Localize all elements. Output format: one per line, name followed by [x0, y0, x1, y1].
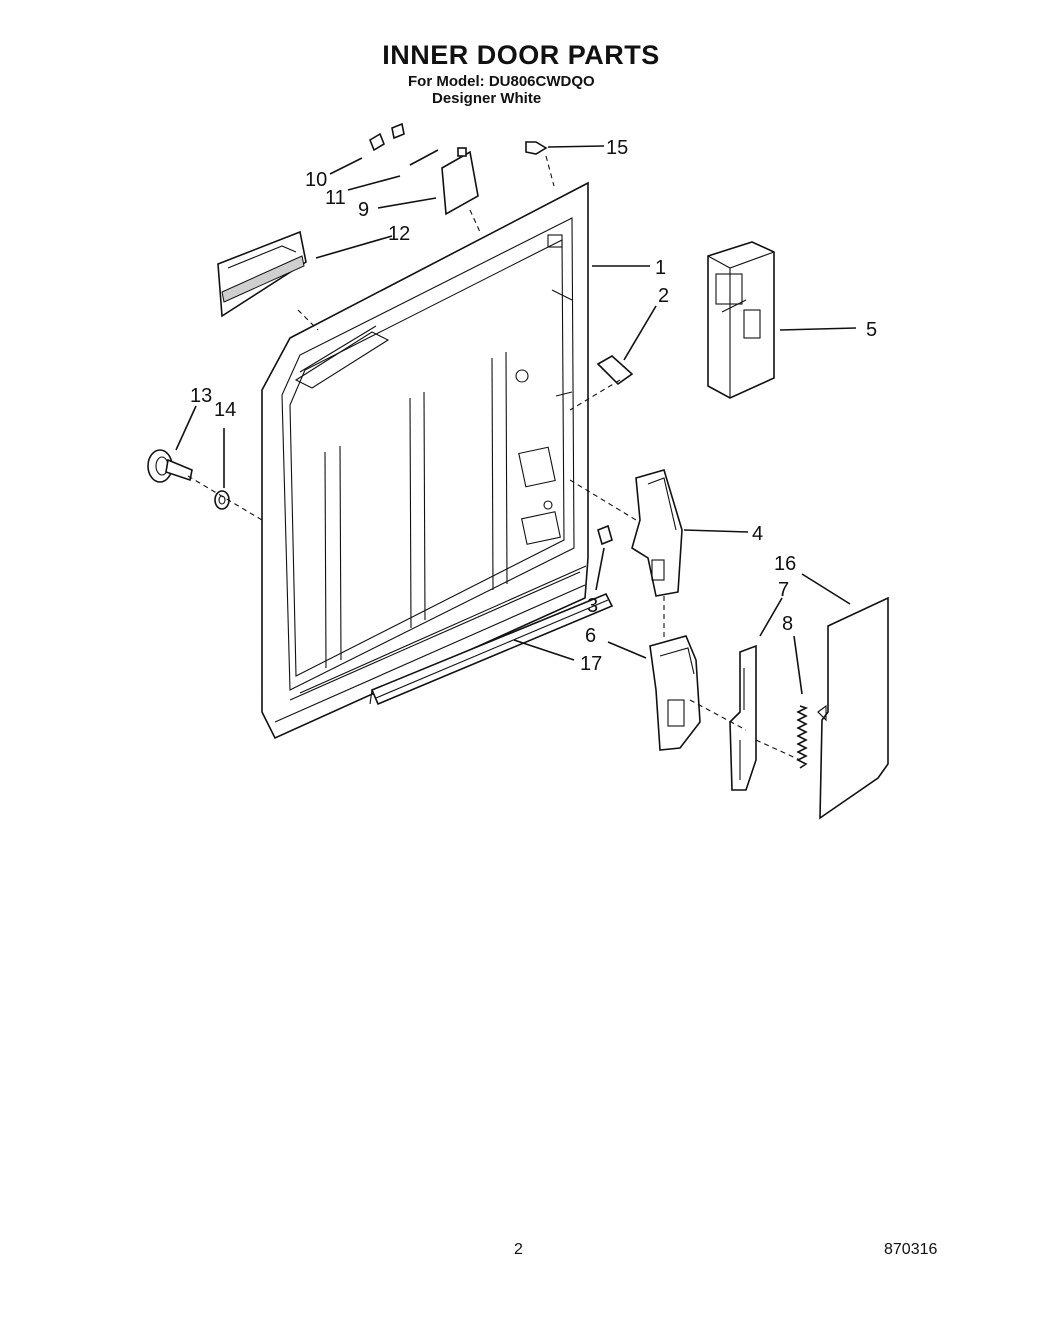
slide-plate-part-7	[729, 644, 757, 791]
bottom-seal-strip	[369, 592, 614, 706]
callout-3: 3	[587, 595, 598, 617]
page-title: INNER DOOR PARTS	[382, 40, 660, 70]
callout-6: 6	[585, 625, 596, 647]
handle-trim	[217, 230, 307, 318]
latch-slide-part-6	[649, 635, 701, 751]
screw-part-15	[525, 141, 548, 155]
color-line: Designer White	[432, 90, 542, 107]
model-line: For Model: DU806CWDQO	[408, 73, 595, 90]
screw-part-10	[369, 122, 405, 152]
document-code: 870316	[884, 1241, 938, 1258]
page-number: 2	[514, 1241, 523, 1258]
inner-door-panel	[261, 181, 589, 740]
latch-assembly	[707, 241, 775, 399]
callout-1: 1	[655, 257, 666, 279]
callout-13: 13	[190, 385, 212, 407]
callout-16: 16	[774, 553, 796, 575]
latch-slide-part-4	[631, 469, 683, 597]
cover-plate	[441, 147, 479, 216]
callout-2: 2	[658, 285, 669, 307]
knob-part-13	[147, 449, 193, 483]
callout-15: 15	[606, 137, 628, 159]
callout-14: 14	[214, 399, 236, 421]
callout-9: 9	[358, 199, 369, 221]
callout-11: 11	[325, 187, 346, 209]
spring-part-8	[796, 705, 809, 769]
callout-10: 10	[305, 169, 327, 191]
side-panel-part-16	[817, 596, 889, 820]
callout-7: 7	[778, 579, 789, 601]
nut-part-14	[214, 490, 230, 510]
striker-part-2	[596, 355, 634, 386]
callout-8: 8	[782, 613, 793, 635]
callout-5: 5	[866, 319, 877, 341]
callout-12: 12	[388, 223, 410, 245]
pin-part-11	[409, 149, 439, 166]
nut-part-3	[597, 524, 613, 546]
callout-4: 4	[752, 523, 763, 545]
callout-17: 17	[580, 653, 602, 675]
